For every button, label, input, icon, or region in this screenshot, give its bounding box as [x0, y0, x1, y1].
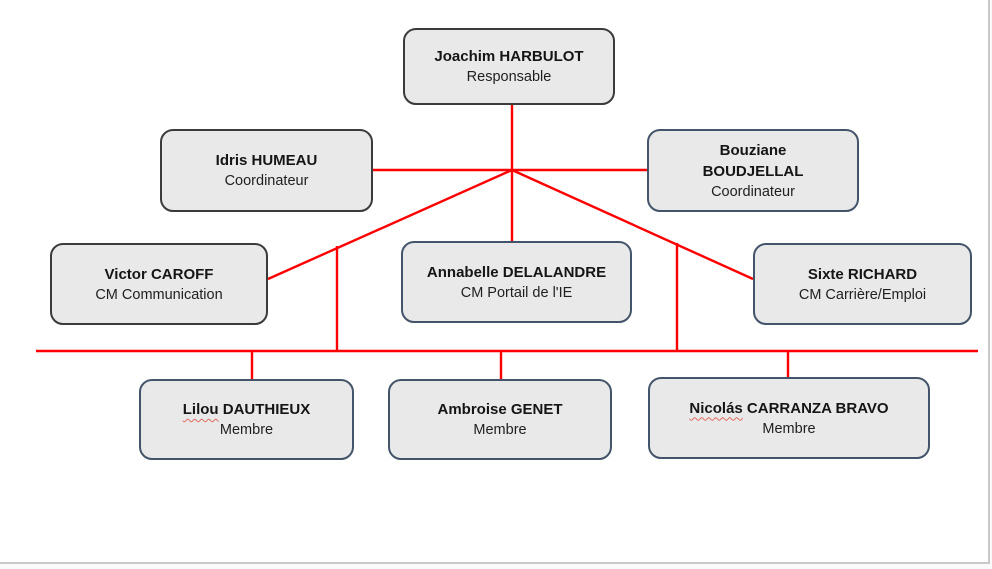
org-node-cm-carriere[interactable]: Sixte RICHARD CM Carrière/Emploi [753, 243, 972, 325]
node-name: Victor CAROFF [104, 265, 214, 283]
node-role: Membre [762, 420, 816, 437]
connector-diagonal-left [267, 168, 513, 281]
node-role: CM Communication [95, 286, 223, 303]
connector-diagonal-right [511, 168, 754, 281]
node-name: Nicolás CARRANZA BRAVO [689, 398, 888, 419]
node-name: Sixte RICHARD [807, 265, 918, 283]
node-name-rest: CARRANZA BRAVO [746, 399, 889, 417]
org-node-coordinateur-2[interactable]: Bouziane BOUDJELLAL Coordinateur [647, 129, 859, 212]
node-name-line2: BOUDJELLAL [702, 162, 804, 180]
node-role: CM Carrière/Emploi [798, 286, 927, 303]
node-role: Coordinateur [224, 173, 309, 189]
node-name-flagged: Nicolás [689, 399, 743, 417]
node-name-line1: Bouziane [719, 141, 787, 159]
org-node-cm-communication[interactable]: Victor CAROFF CM Communication [50, 243, 268, 325]
node-role: Membre [473, 422, 527, 438]
node-role: Membre [219, 422, 274, 438]
node-role: Responsable [466, 69, 552, 85]
org-node-membre-1[interactable]: Lilou DAUTHIEUX Membre [139, 379, 354, 460]
org-node-cm-portail[interactable]: Annabelle DELALANDRE CM Portail de l'IE [401, 241, 632, 323]
node-role: Coordinateur [711, 183, 795, 200]
node-name-rest: DAUTHIEUX [222, 401, 311, 418]
node-name: Idris HUMEAU [215, 152, 318, 169]
org-node-membre-2[interactable]: Ambroise GENET Membre [388, 379, 612, 460]
org-node-membre-3[interactable]: Nicolás CARRANZA BRAVO Membre [648, 377, 930, 459]
node-name: Annabelle DELALANDRE [426, 263, 607, 281]
node-name: Joachim HARBULOT [434, 48, 584, 65]
node-role: CM Portail de l'IE [460, 284, 573, 301]
node-name: Lilou DAUTHIEUX [183, 399, 311, 420]
node-name: Ambroise GENET [437, 401, 563, 418]
org-node-coordinateur-1[interactable]: Idris HUMEAU Coordinateur [160, 129, 373, 212]
org-node-responsable[interactable]: Joachim HARBULOT Responsable [403, 28, 615, 105]
node-name-flagged: Lilou [182, 401, 219, 418]
